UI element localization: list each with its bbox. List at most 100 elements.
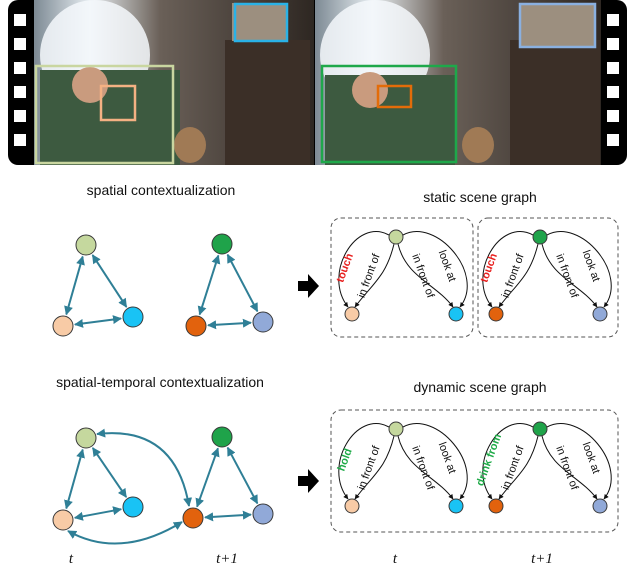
relation-edge-person-tv-outer [402, 231, 468, 308]
bbox-cup-t1 [376, 84, 413, 109]
relation-edge-person-cup-inner [354, 243, 395, 308]
edge-person-tv [91, 447, 128, 498]
relation-edge-person-cup-outer [338, 423, 390, 500]
relation-edge-person-tv-outer [402, 423, 468, 500]
relation-edge-person-cup-outer [482, 423, 534, 500]
node-tv-t [122, 306, 144, 328]
node-person-t1 [211, 426, 233, 448]
edge-person-cup [64, 255, 85, 316]
relation-edge-person-tv-inner [397, 435, 454, 500]
edge-person-tv [226, 446, 259, 505]
edge-person-cup [195, 447, 220, 508]
sprocket-hole [14, 38, 26, 50]
sg-node-cup [344, 498, 360, 514]
caption-spatial: spatial contextualization [87, 182, 236, 198]
relation-edge-person-tv-inner [541, 243, 598, 308]
sprocket-hole [607, 86, 619, 98]
sg-node-cup [344, 306, 360, 322]
relation-label-in-front-of: in front of [409, 444, 436, 492]
temporal-edge-cup-cup [67, 521, 183, 545]
node-tv-t1 [252, 311, 274, 333]
relation-edge-person-tv-inner [541, 435, 598, 500]
edge-person-cup [197, 254, 221, 316]
sprocket-hole [14, 134, 26, 146]
relation-edge-person-cup-outer [338, 231, 390, 308]
time-label-t1: t+1 [216, 551, 238, 567]
scene-graph-box-static-t1 [477, 217, 619, 338]
sg-node-tv [448, 498, 464, 514]
relation-label-in-front-of: in front of [553, 444, 580, 492]
relation-label-hold: hold [336, 447, 355, 473]
sprocket-hole [607, 62, 619, 74]
node-person-t [75, 427, 97, 449]
node-tv-t [122, 496, 144, 518]
bbox-tv-t1 [518, 2, 597, 49]
edge-person-tv [91, 254, 128, 308]
node-cup-t [52, 509, 74, 531]
sprocket-hole [14, 14, 26, 26]
bbox-person-t1 [320, 64, 458, 164]
edge-cup-tv [204, 510, 252, 522]
bbox-person-t [34, 64, 175, 165]
relation-edge-person-cup-inner [498, 435, 539, 500]
relation-edge-person-tv-inner [397, 243, 454, 308]
relation-label-in-front-of: in front of [356, 443, 383, 491]
node-cup-t [52, 315, 74, 337]
sprocket-hole [14, 62, 26, 74]
node-cup-t1 [182, 507, 204, 529]
time-label-t: t [69, 551, 74, 567]
relation-label-touch: touch [334, 252, 356, 285]
sg-node-tv [448, 306, 464, 322]
film-strip-icon [8, 0, 627, 165]
time-label-t: t [393, 551, 398, 567]
sprocket-hole [14, 86, 26, 98]
relation-edge-person-cup-outer [482, 231, 534, 308]
time-label-t1: t+1 [531, 551, 553, 567]
caption-dynamic: dynamic scene graph [413, 379, 546, 395]
relation-label-in-front-of: in front of [356, 251, 383, 299]
spatial-temporal-graph-edges [64, 428, 259, 545]
relation-edge-person-cup-inner [354, 435, 395, 500]
sprocket-hole [607, 110, 619, 122]
relation-label-in-front-of: in front of [500, 251, 527, 299]
relation-edge-person-tv-outer [546, 231, 612, 308]
sprocket-hole [607, 38, 619, 50]
sg-node-cup [488, 306, 504, 322]
relation-label-touch: touch [478, 252, 500, 285]
edge-cup-tv [207, 318, 252, 330]
sg-node-cup [488, 498, 504, 514]
scene-graph-box-dynamic [330, 409, 619, 533]
video-frame-t1 [315, 0, 601, 165]
relation-label-drink_from: drink from [474, 432, 504, 487]
sprocket-hole [14, 110, 26, 122]
edge-cup-tv [73, 506, 123, 521]
edge-person-tv [226, 253, 259, 313]
edge-person-cup [64, 448, 85, 510]
node-tv-t1 [252, 503, 274, 525]
sprocket-hole [607, 134, 619, 146]
sg-node-person [388, 421, 404, 437]
node-person-t1 [211, 233, 233, 255]
bbox-cup-t [99, 84, 137, 122]
sg-node-tv [592, 498, 608, 514]
node-cup-t1 [185, 315, 207, 337]
node-person-t [75, 234, 97, 256]
sg-node-tv [592, 306, 608, 322]
context-graph-nodes [52, 233, 274, 531]
relation-edge-person-cup-inner [498, 243, 539, 308]
sg-node-person [532, 229, 548, 245]
spatial-graph-edges [64, 253, 259, 330]
arrow-right-icon [298, 469, 319, 493]
relation-label-in-front-of: in front of [500, 443, 527, 491]
edge-cup-tv [74, 315, 122, 328]
arrow-right-icon [298, 274, 319, 298]
sg-node-person [388, 229, 404, 245]
caption-spatial-temporal: spatial-temporal contextualization [56, 374, 264, 390]
relation-edge-person-tv-outer [546, 423, 612, 500]
